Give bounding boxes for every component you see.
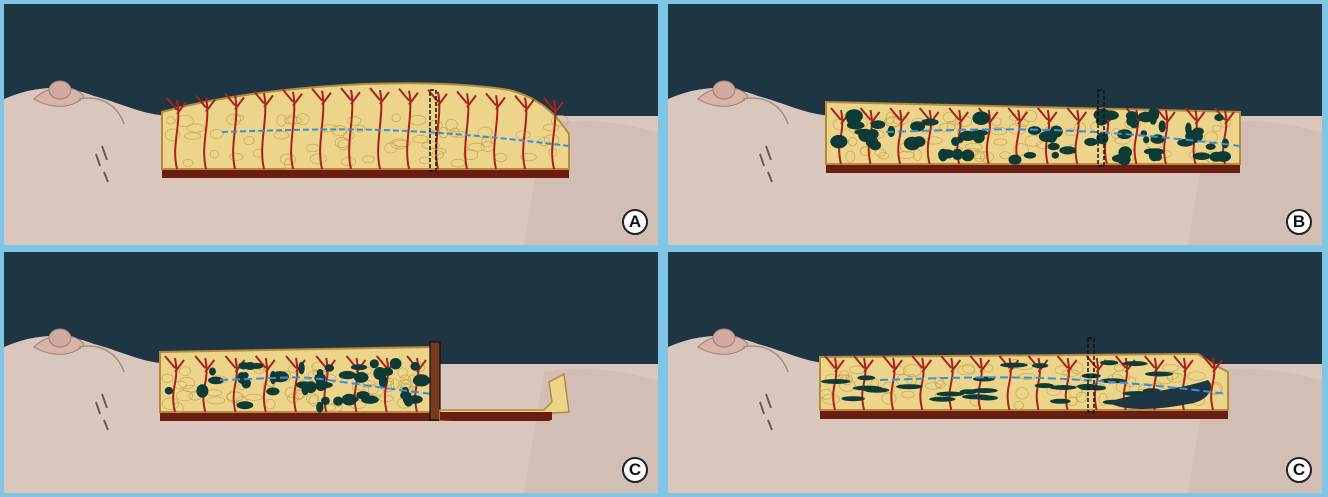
fluid-pocket — [1039, 131, 1056, 142]
fluid-pocket — [339, 371, 356, 379]
nipple — [713, 329, 735, 347]
fluid-pocket — [1149, 149, 1160, 161]
fluid-pocket — [961, 150, 974, 162]
panel-c: C — [4, 252, 658, 493]
fluid-pocket — [1159, 120, 1166, 132]
fluid-pocket — [864, 388, 889, 393]
panel-d-label-badge: C — [1286, 457, 1312, 483]
fluid-pocket — [316, 402, 323, 413]
panel-a-illustration — [4, 4, 658, 245]
fluid-pocket — [1206, 144, 1216, 150]
fluid-pocket — [266, 387, 279, 395]
exposed-muscle — [440, 412, 552, 420]
fluid-pocket — [830, 135, 847, 148]
fluid-pocket — [847, 121, 865, 129]
fluid-pocket — [241, 372, 248, 379]
fluid-pocket — [1193, 152, 1211, 160]
fluid-pocket — [1024, 152, 1036, 159]
muscle-layer — [162, 169, 569, 178]
fluid-pocket — [951, 137, 960, 146]
fluid-pocket — [410, 362, 420, 371]
fluid-pocket — [237, 401, 254, 409]
fluid-pocket — [361, 396, 379, 404]
fluid-pocket — [896, 384, 923, 389]
fluid-pocket — [325, 364, 334, 371]
panel-c-illustration — [4, 252, 658, 493]
panel-b-illustration — [668, 4, 1322, 245]
fluid-pocket — [871, 120, 885, 129]
fluid-pocket — [333, 397, 343, 406]
fluid-pocket — [1050, 399, 1071, 404]
fluid-pocket — [1084, 138, 1097, 146]
fluid-pocket — [342, 394, 357, 406]
fluid-pocket — [971, 388, 998, 393]
panel-b-label-badge: B — [1286, 209, 1312, 235]
nipple — [49, 81, 71, 99]
fluid-pocket — [845, 109, 863, 123]
nipple — [713, 81, 735, 99]
fluid-pocket — [390, 358, 402, 369]
fluid-pocket — [316, 378, 327, 391]
fluid-pocket — [962, 394, 992, 399]
fluid-pocket — [1000, 363, 1028, 368]
fluid-pocket — [1214, 114, 1223, 121]
fluid-pocket — [404, 395, 414, 407]
fluid-pocket — [244, 362, 255, 370]
fluid-pocket — [1126, 116, 1134, 126]
fluid-pocket — [379, 375, 388, 388]
panel-c-label-badge: C — [622, 457, 648, 483]
fluid-pocket — [1148, 108, 1159, 121]
panel-a-label-badge: A — [622, 209, 648, 235]
fluid-pocket — [1215, 151, 1231, 162]
fluid-pocket — [1118, 146, 1132, 158]
fluid-pocket — [1048, 143, 1060, 151]
fluid-pocket — [1059, 146, 1076, 154]
muscle-layer — [826, 164, 1240, 173]
fluid-pocket — [1145, 372, 1173, 377]
fluid-pocket — [1094, 109, 1111, 121]
fluid-pocket — [196, 384, 208, 397]
fluid-pocket — [165, 387, 173, 395]
fluid-pocket — [354, 372, 369, 383]
fluid-pocket — [1123, 361, 1148, 366]
fluid-pocket — [936, 392, 964, 397]
fluid-pocket — [857, 375, 875, 380]
fluid-pocket — [841, 396, 865, 401]
fluid-pocket — [821, 379, 851, 384]
retractor-blade — [430, 342, 440, 420]
fluid-pocket — [299, 362, 305, 375]
nipple — [49, 329, 71, 347]
fluid-pocket — [1052, 152, 1059, 159]
fluid-pocket — [1193, 128, 1204, 136]
panel-b: B — [668, 4, 1322, 245]
fluid-pocket — [209, 368, 216, 376]
muscle-layer — [820, 410, 1228, 419]
panel-d: C — [668, 252, 1322, 493]
fluid-pocket — [972, 111, 989, 125]
fluid-pocket — [305, 381, 317, 393]
fluid-pocket — [1009, 155, 1022, 165]
fluid-pocket — [938, 149, 955, 158]
fluid-pocket — [929, 397, 955, 402]
fluid-pocket — [1050, 385, 1077, 390]
fluid-pocket — [413, 374, 430, 386]
panel-a: A — [4, 4, 658, 245]
fluid-pocket — [351, 364, 367, 370]
fluid-pocket — [1032, 363, 1048, 368]
fluid-pocket — [911, 138, 920, 147]
fluid-pocket — [370, 359, 379, 368]
panel-d-illustration — [668, 252, 1322, 493]
fluid-pocket — [1082, 373, 1101, 378]
fluid-pocket — [382, 368, 393, 376]
fluid-pocket — [867, 129, 879, 140]
fluid-pocket — [1100, 360, 1118, 365]
fluid-pocket — [1143, 136, 1149, 143]
